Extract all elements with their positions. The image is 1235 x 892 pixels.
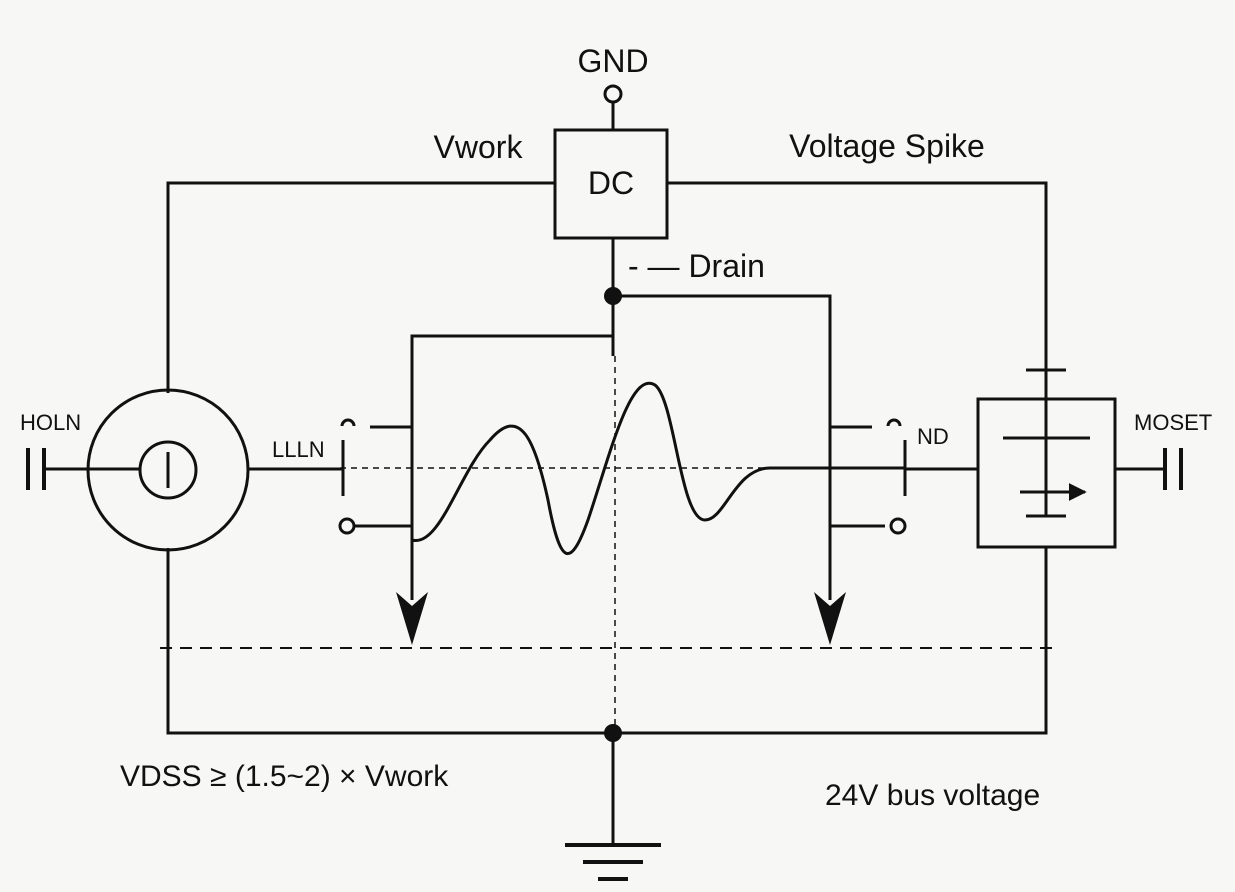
left-down-arrow-icon bbox=[396, 592, 428, 645]
llln-lower-contact-icon bbox=[338, 517, 356, 535]
llln-upper-contact-icon bbox=[340, 418, 356, 427]
right-drain-wire bbox=[613, 294, 832, 600]
gnd-terminal bbox=[603, 84, 623, 104]
voltage-spike-waveform bbox=[411, 381, 905, 555]
bottom-loop-wire bbox=[166, 548, 1048, 735]
top-right-wire bbox=[667, 181, 1048, 370]
drain-label: - — Drain bbox=[628, 248, 765, 284]
vwork-label: Vwork bbox=[434, 129, 524, 165]
gnd-label: GND bbox=[577, 43, 648, 79]
dc-label: DC bbox=[588, 165, 634, 201]
nd-label: ND bbox=[917, 424, 949, 449]
top-left-wire bbox=[166, 181, 555, 393]
nd-upper-contact-icon bbox=[886, 418, 902, 427]
bus-voltage-label: 24V bus voltage bbox=[825, 779, 1040, 812]
voltage-spike-label: Voltage Spike bbox=[789, 128, 985, 164]
holn-label: HOLN bbox=[20, 410, 81, 435]
llln-label: LLLN bbox=[272, 437, 325, 462]
nd-lower-contact-icon bbox=[889, 517, 907, 535]
left-drain-wire bbox=[410, 296, 615, 600]
right-down-arrow-icon bbox=[814, 592, 846, 645]
vdss-rule-label: VDSS ≥ (1.5~2) × Vwork bbox=[120, 760, 449, 793]
moset-label: MOSET bbox=[1134, 410, 1212, 435]
